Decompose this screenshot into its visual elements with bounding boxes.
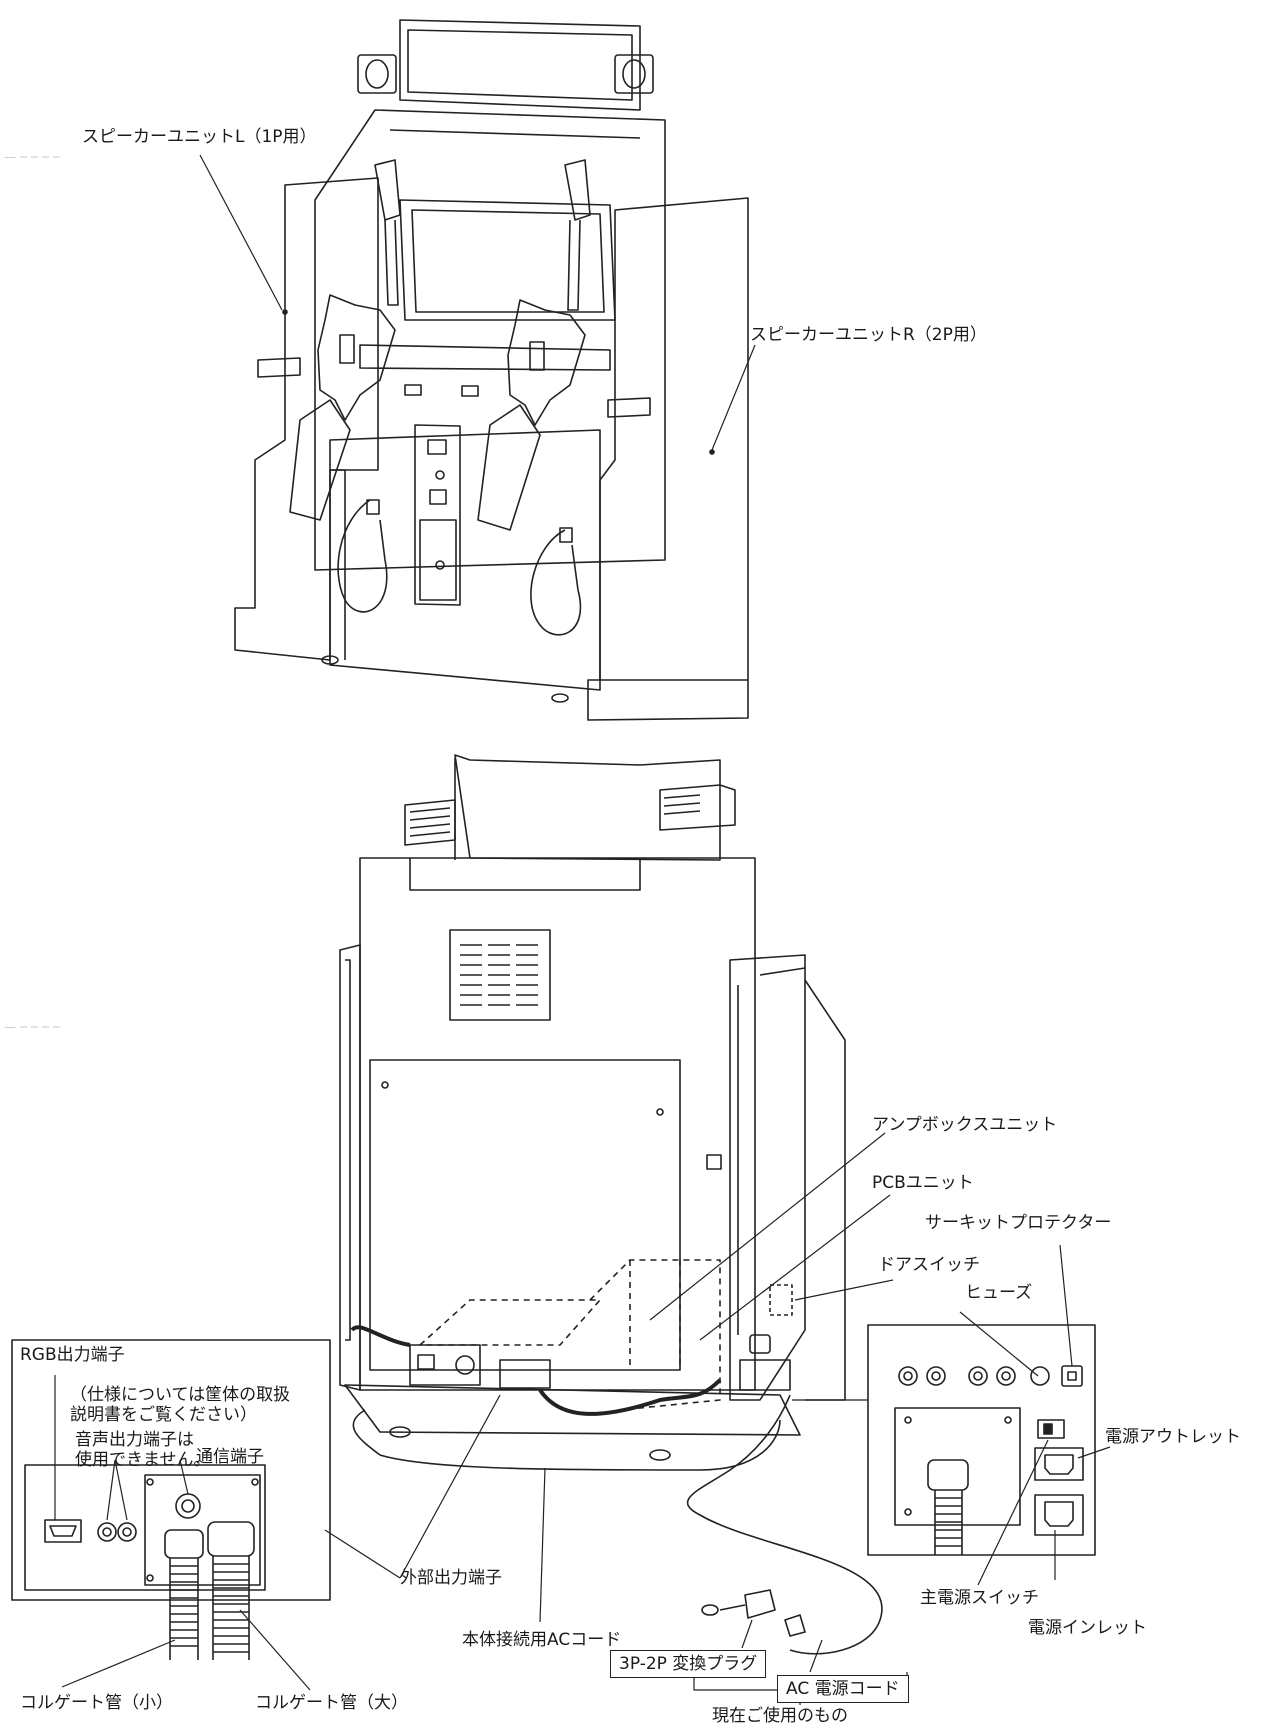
rgb-output-label: RGB出力端子 bbox=[20, 1345, 125, 1365]
power-inlet-label: 電源インレット bbox=[1028, 1618, 1147, 1638]
corrugated-tube-large-label: コルゲート管（大） bbox=[255, 1693, 408, 1713]
power-outlet-label: 電源アウトレット bbox=[1105, 1427, 1241, 1447]
front-leader-lines bbox=[200, 155, 755, 450]
currently-used-label: 現在ご使用のもの bbox=[712, 1706, 848, 1726]
circuit-protector-label: サーキットプロテクター bbox=[925, 1213, 1112, 1233]
front-cabinet-drawing bbox=[235, 20, 748, 720]
audio-output-note: 音声出力端子は 使用できません。 bbox=[75, 1430, 211, 1470]
speaker-l-label: スピーカーユニットL（1P用） bbox=[82, 127, 317, 147]
plug-adapter-label: 3P-2P 変換プラグ bbox=[610, 1650, 767, 1678]
comm-terminal-label: 通信端子 bbox=[196, 1447, 264, 1467]
connector-panel-inset bbox=[12, 1340, 330, 1660]
ac-cord-label: 本体接続用ACコード bbox=[462, 1630, 622, 1650]
speaker-r-label: スピーカーユニットR（2P用） bbox=[750, 325, 987, 345]
main-switch-label: 主電源スイッチ bbox=[920, 1588, 1039, 1608]
rear-cabinet-drawing bbox=[340, 755, 882, 1654]
fuse-label: ヒューズ bbox=[965, 1283, 1033, 1303]
pcb-unit-label: PCBユニット bbox=[872, 1173, 974, 1193]
margin-mark: — ─ ─ ─ ─ bbox=[4, 150, 61, 164]
power-panel-detail bbox=[868, 1325, 1095, 1555]
corrugated-tube-small-label: コルゲート管（小） bbox=[20, 1693, 173, 1713]
spec-note: （仕様については筐体の取扱 説明書をご覧ください） bbox=[70, 1385, 291, 1425]
external-output-label: 外部出力端子 bbox=[400, 1568, 502, 1588]
amp-box-label: アンプボックスユニット bbox=[872, 1115, 1058, 1135]
margin-mark: — ─ ─ ─ ─ bbox=[4, 1020, 61, 1034]
ac-power-cord-label: AC 電源コード bbox=[777, 1675, 909, 1703]
door-switch-label: ドアスイッチ bbox=[878, 1255, 980, 1275]
